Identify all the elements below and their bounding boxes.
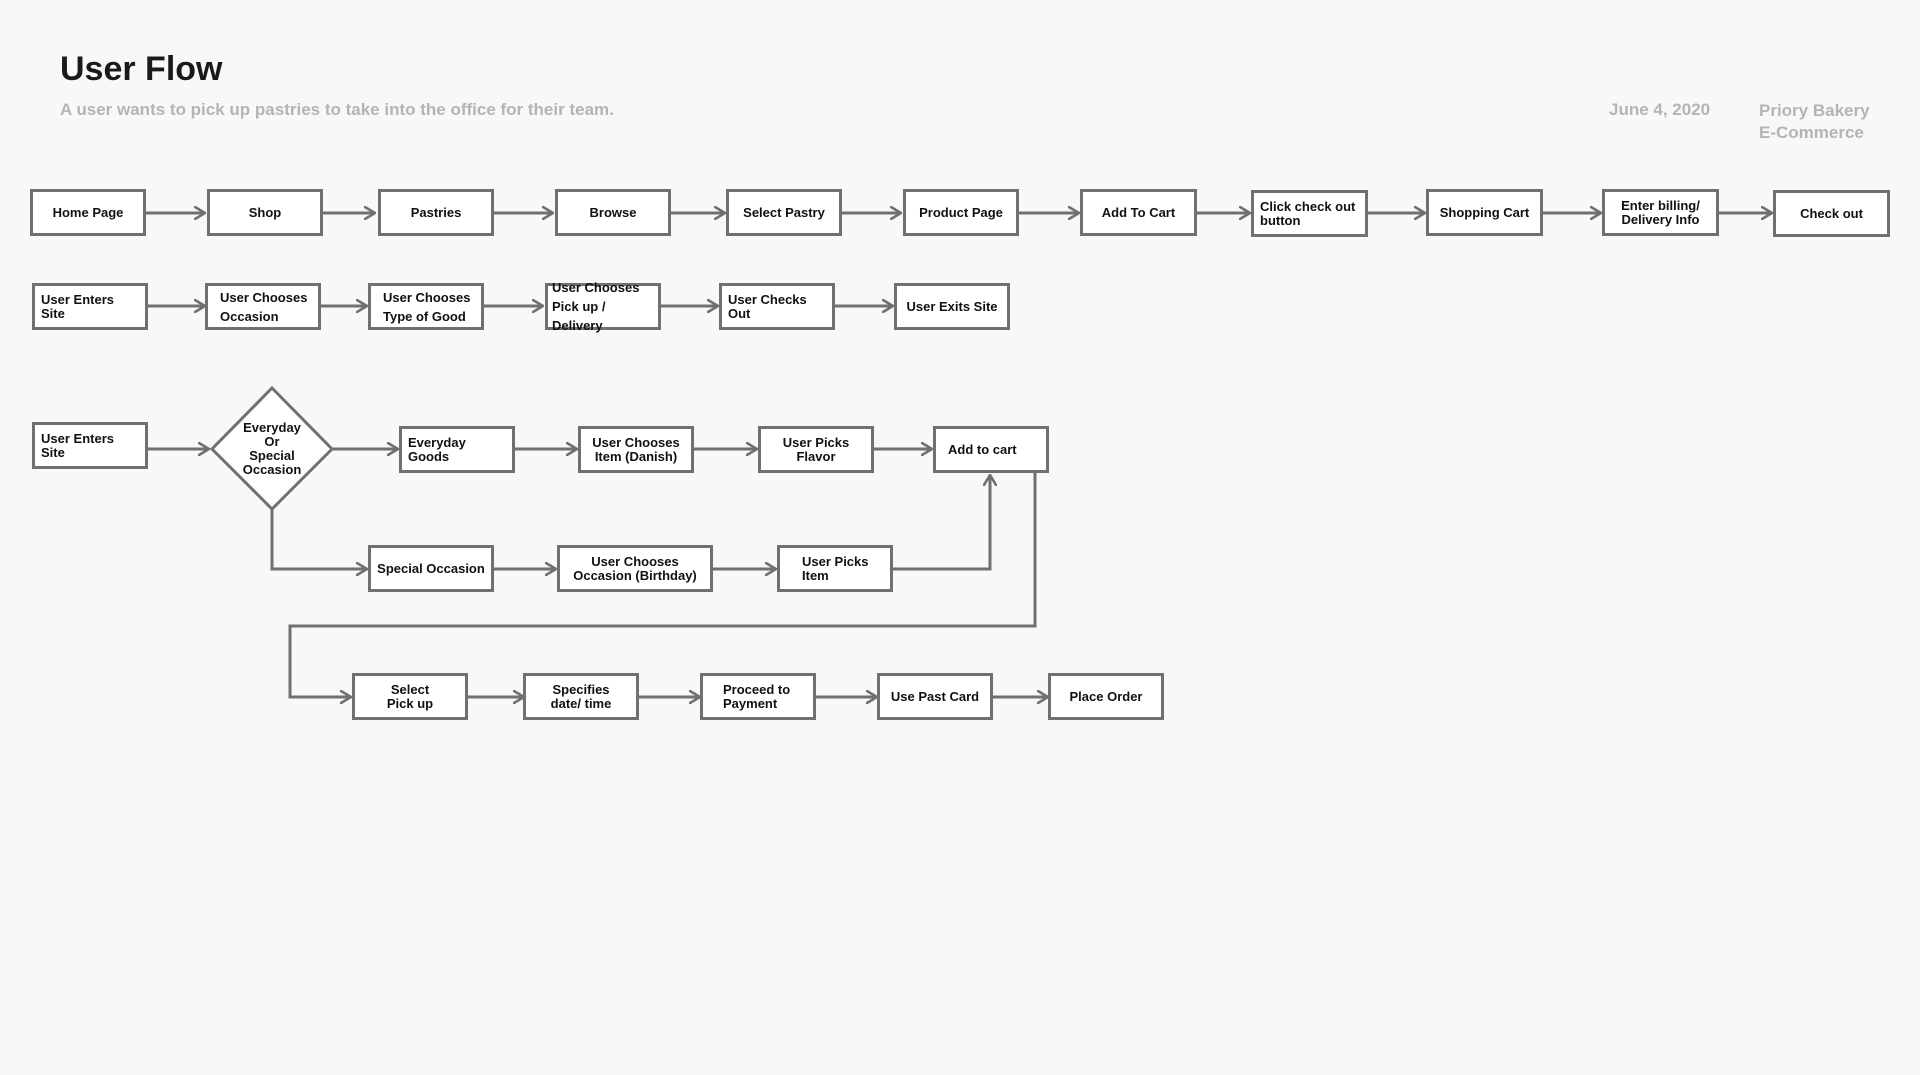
flow-step-specifies-date-time: Specifies date/ time — [523, 673, 639, 720]
decision-diamond — [209, 385, 335, 512]
flow-step-add-to-cart: Add To Cart — [1080, 189, 1197, 236]
flow-step-add-to-cart-alt: Add to cart — [933, 426, 1049, 473]
flow-step-select-pastry: Select Pastry — [726, 189, 842, 236]
flow-step-user-chooses-birthday: User Chooses Occasion (Birthday) — [557, 545, 713, 592]
flow-step-special-occasion: Special Occasion — [368, 545, 494, 592]
flow-step-everyday-goods: Everyday Goods — [399, 426, 515, 473]
flow-step-user-enters-site: User Enters Site — [32, 283, 148, 330]
flow-step-user-enters-site-alt: User Enters Site — [32, 422, 148, 469]
arrow — [893, 475, 990, 571]
flow-step-shop: Shop — [207, 189, 323, 236]
flow-step-check-out: Check out — [1773, 190, 1890, 237]
project-type: E-Commerce — [1759, 123, 1864, 142]
arrow — [270, 509, 367, 569]
flow-step-user-exits-site: User Exits Site — [894, 283, 1010, 330]
date-label: June 4, 2020 — [1609, 100, 1711, 119]
project-name: Priory Bakery — [1759, 101, 1870, 120]
flow-step-user-chooses-pickup-delivery: User Chooses Pick up / Delivery — [545, 280, 661, 333]
flow-step-shopping-cart: Shopping Cart — [1426, 189, 1543, 236]
page-title: User Flow — [60, 50, 223, 88]
flow-step-browse: Browse — [555, 189, 671, 236]
flow-step-enter-billing: Enter billing/ Delivery Info — [1602, 189, 1719, 236]
flow-step-product-page: Product Page — [903, 189, 1019, 236]
decision-label: Everyday Or Special Occasion — [242, 420, 302, 477]
flow-step-user-chooses-item: User Chooses Item (Danish) — [578, 426, 694, 473]
flow-step-pastries: Pastries — [378, 189, 494, 236]
flow-step-user-chooses-type-of-good: User Chooses Type of Good — [368, 283, 484, 330]
flow-step-place-order: Place Order — [1048, 673, 1164, 720]
flow-step-user-chooses-occasion: User Chooses Occasion — [205, 283, 321, 330]
flow-step-use-past-card: Use Past Card — [877, 673, 993, 720]
flow-step-user-picks-flavor: User Picks Flavor — [758, 426, 874, 473]
flow-step-click-check-out: Click check out button — [1251, 190, 1368, 237]
flow-step-home-page: Home Page — [30, 189, 146, 236]
project-label: Priory Bakery E-Commerce — [1759, 100, 1870, 144]
flow-step-user-picks-item: User Picks Item — [777, 545, 893, 592]
flow-step-proceed-to-payment: Proceed to Payment — [700, 673, 816, 720]
arrow — [288, 472, 1037, 697]
page-subtitle: A user wants to pick up pastries to take… — [60, 100, 614, 119]
flow-step-select-pick-up: Select Pick up — [352, 673, 468, 720]
flow-step-user-checks-out: User Checks Out — [719, 283, 835, 330]
